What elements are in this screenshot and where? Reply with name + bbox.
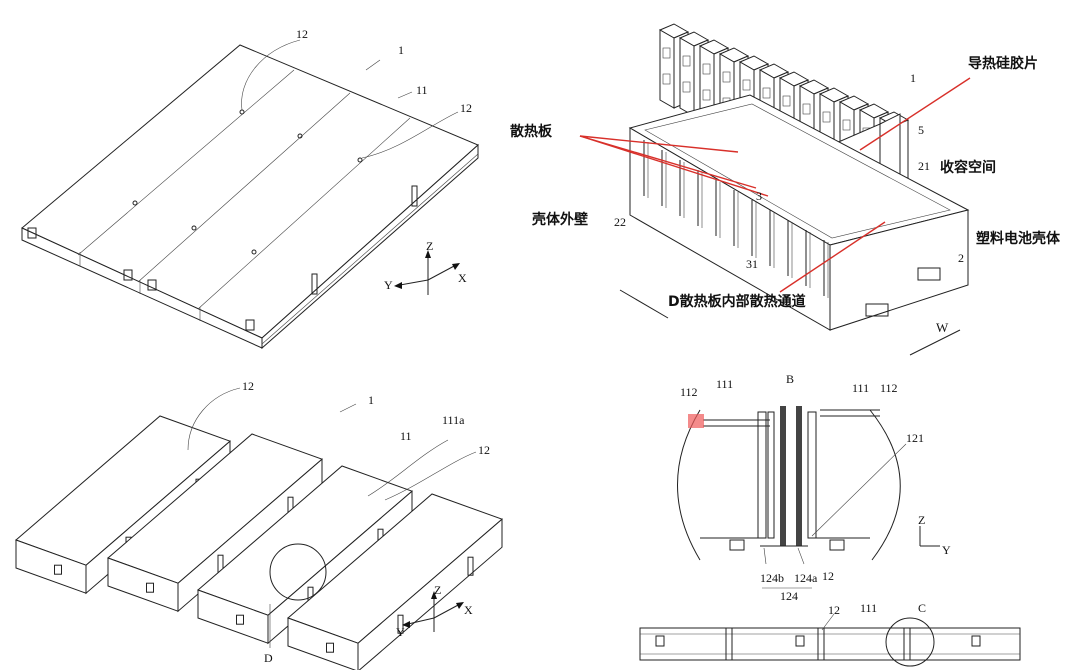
- side-elevation-view: [639, 617, 1021, 667]
- battery-module: [287, 493, 503, 670]
- label-111a: 111a: [442, 413, 465, 427]
- label-12: 12: [478, 443, 490, 457]
- axis-x-label: X: [458, 271, 467, 285]
- label-12: 12: [460, 101, 472, 115]
- assembled-battery-pack: [21, 44, 479, 350]
- receiving-space-label: 收容空间: [940, 159, 996, 176]
- label-111: 111: [716, 377, 733, 391]
- axis-z-label: Z: [918, 513, 925, 527]
- heat-silicone-pad-label: 导热硅胶片: [968, 55, 1038, 72]
- label-b: B: [786, 372, 794, 386]
- axis-triad-top-left: [394, 250, 460, 295]
- label-3: 3: [756, 189, 762, 203]
- axis-z-label: Z: [434, 583, 441, 597]
- separated-battery-modules: [15, 415, 503, 670]
- label-11: 11: [400, 429, 412, 443]
- label-124b: 124b: [760, 571, 784, 585]
- label-12: 12: [242, 379, 254, 393]
- axis-pair-detail: [919, 526, 940, 547]
- axis-triad-bottom-left: [402, 591, 464, 632]
- label-1: 1: [368, 393, 374, 407]
- label-124: 124: [780, 589, 798, 603]
- heat-plate-label: 散热板: [510, 123, 553, 140]
- label-d: D: [264, 651, 273, 665]
- label-21: 21: [918, 159, 930, 173]
- label-11: 11: [416, 83, 428, 97]
- axis-y-label: Y: [396, 625, 405, 639]
- label-c: C: [918, 601, 926, 615]
- label-112: 112: [680, 385, 698, 399]
- label-111-side: 111: [860, 601, 877, 615]
- label-111: 111: [852, 381, 869, 395]
- direction-w-label: W: [936, 320, 949, 335]
- label-2: 2: [958, 251, 964, 265]
- label-5: 5: [918, 123, 924, 137]
- housing-outer-wall-label: 壳体外壁: [531, 211, 588, 228]
- axis-x-label: X: [464, 603, 473, 617]
- label-12-side: 12: [828, 603, 840, 617]
- plastic-battery-shell-label: 塑料电池壳体: [976, 230, 1061, 247]
- axis-y-label: Y: [384, 278, 393, 292]
- detail-view-b: [677, 406, 907, 589]
- label-121: 121: [906, 431, 924, 445]
- label-112: 112: [880, 381, 898, 395]
- internal-cooling-channel-label: D散热板内部散热通道: [668, 293, 806, 310]
- label-1: 1: [398, 43, 404, 57]
- label-12: 12: [822, 569, 834, 583]
- label-22: 22: [614, 215, 626, 229]
- label-12: 12: [296, 27, 308, 41]
- axis-z-label: Z: [426, 239, 433, 253]
- label-124a: 124a: [794, 571, 818, 585]
- axis-y-label: Y: [942, 543, 951, 557]
- plastic-battery-housing: [628, 94, 970, 331]
- battery-module: [107, 433, 323, 613]
- label-31: 31: [746, 257, 758, 271]
- label-1-cells: 1: [910, 71, 916, 85]
